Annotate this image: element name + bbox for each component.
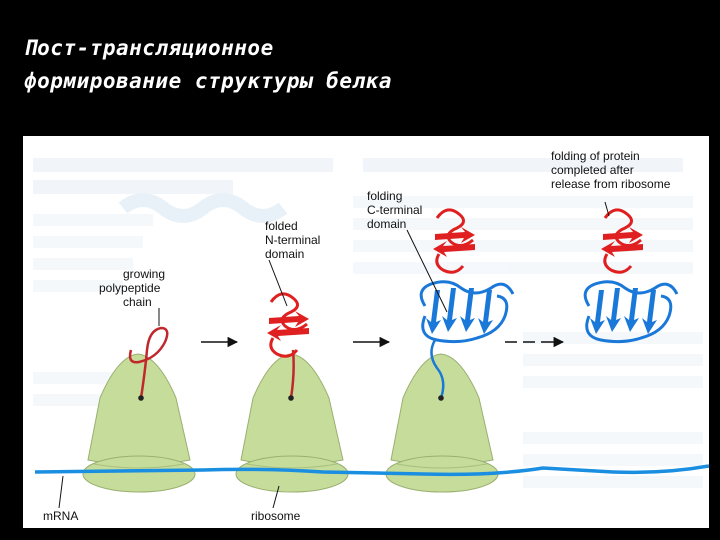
- c-terminal-label: folding C-terminal domain: [367, 189, 426, 231]
- mrna-strand: [34, 464, 709, 477]
- n-terminal-domain-stage-2: [265, 292, 311, 401]
- c-terminal-domain-stage-3: [419, 208, 515, 401]
- growing-chain-label: growing polypeptide chain: [99, 267, 168, 309]
- translation-folding-figure: growing polypeptide chain folded N-termi…: [23, 136, 709, 528]
- slide-title: Пост-трансляционное формирование структу…: [24, 32, 392, 98]
- figure-canvas: growing polypeptide chain folded N-termi…: [33, 149, 709, 523]
- release-label: folding of protein completed after relea…: [551, 149, 671, 191]
- mrna-label: mRNA: [43, 509, 78, 523]
- slide-title-line-1: Пост-трансляционное: [24, 36, 274, 60]
- ribosome-label: ribosome: [251, 509, 301, 523]
- slide-title-line-2: формирование структуры белка: [24, 69, 393, 93]
- n-terminal-label: folded N-terminal domain: [265, 219, 324, 261]
- growing-chain: [128, 326, 169, 401]
